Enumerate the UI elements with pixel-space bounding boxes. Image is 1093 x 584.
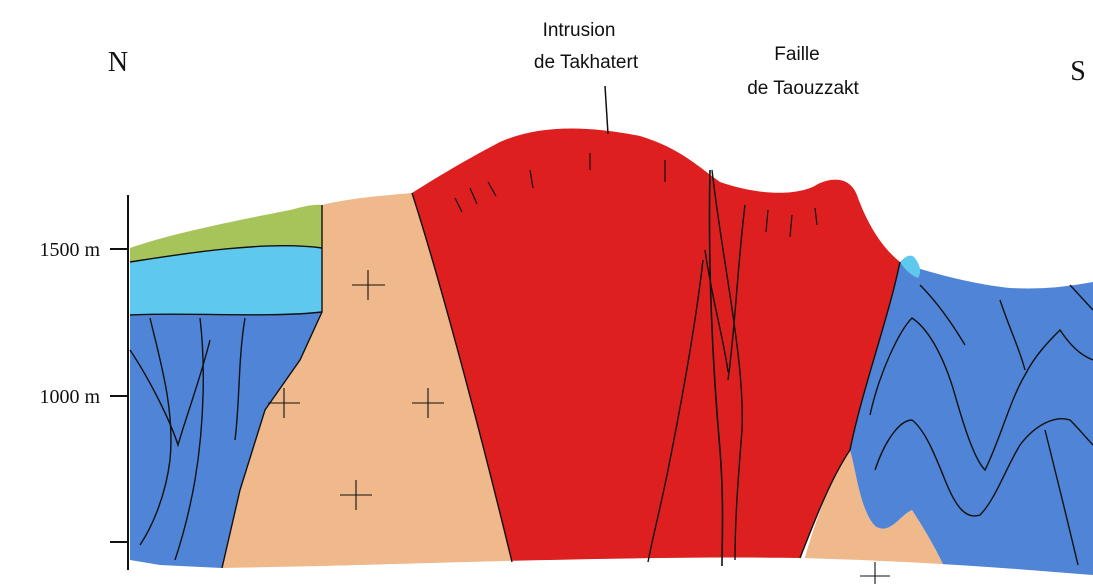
intrusion-label-line1: Intrusion xyxy=(543,20,616,41)
intrusion-label-line2: de Takhatert xyxy=(534,52,639,73)
fault-label-line2: de Taouzzakt xyxy=(747,78,859,99)
tick-label-1500: 1500 m xyxy=(39,239,100,261)
south-label: S xyxy=(1070,56,1086,87)
tick-label-1000: 1000 m xyxy=(39,386,100,408)
fault-label-line1: Faille xyxy=(774,44,819,65)
intrusion-callout-line xyxy=(605,86,608,134)
north-label: N xyxy=(108,47,128,78)
elevation-axis xyxy=(110,195,128,570)
